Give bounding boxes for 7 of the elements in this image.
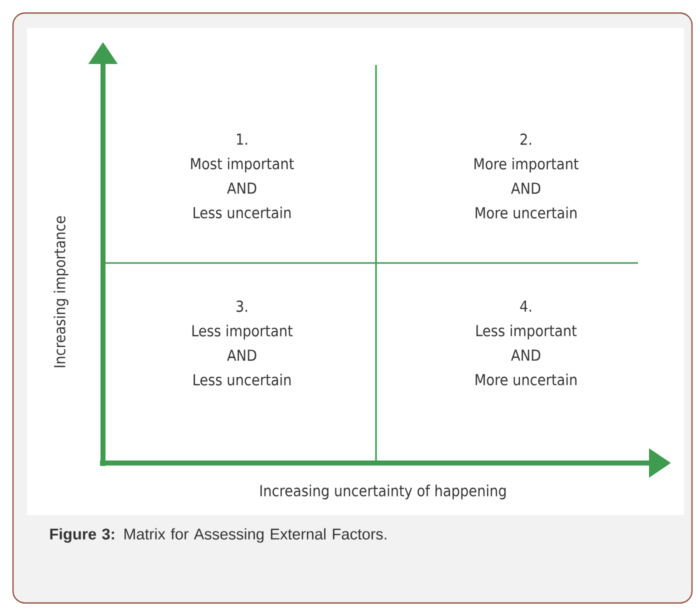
quadrant-text: 1. Most important AND Less uncertain bbox=[191, 134, 294, 218]
quadrant-text: 2. More important AND More uncertain bbox=[474, 134, 578, 218]
axis-title: Increasing importance bbox=[54, 216, 68, 368]
quadrant-text: 3. Less important AND Less uncertain bbox=[192, 300, 293, 386]
axis-title: Increasing uncertainty of happening bbox=[260, 484, 506, 500]
caption: Figure 3: Matrix for Assessing External Factors. bbox=[50, 528, 386, 543]
quadrant-text: 4. Less important AND More uncertain bbox=[476, 300, 577, 386]
